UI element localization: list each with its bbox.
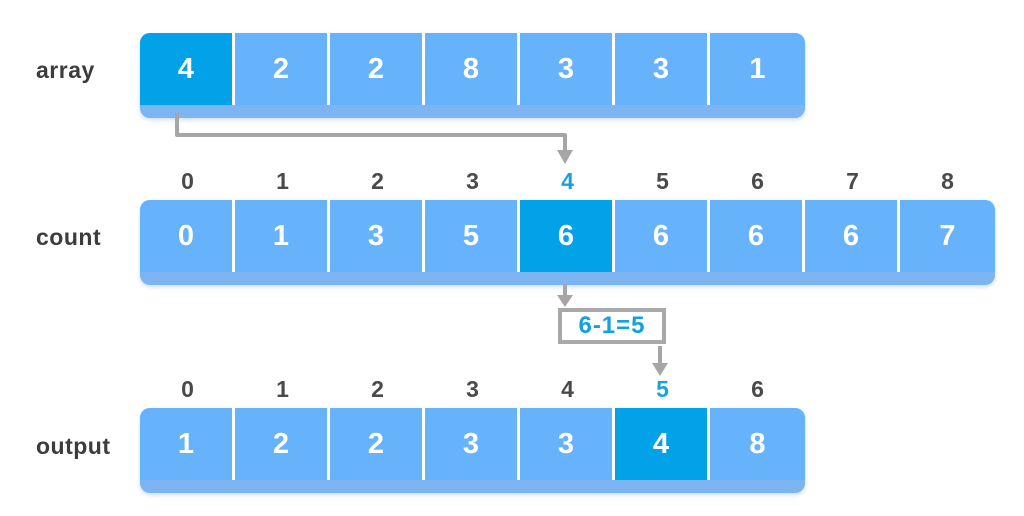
count-index-label-3: 3 — [466, 168, 479, 194]
count-index-label-5: 5 — [656, 168, 669, 194]
output-index-label-2: 2 — [371, 376, 384, 402]
count-index-label-2: 2 — [371, 168, 384, 194]
count-cell-2: 3 — [330, 200, 425, 272]
row-label-output: output — [36, 433, 111, 459]
count-cell-4: 6 — [520, 200, 615, 272]
count-cell-value-5: 6 — [652, 219, 670, 252]
output-cell-value-6: 8 — [749, 427, 766, 460]
output-cell-1: 2 — [235, 408, 330, 480]
output-index-label-5: 5 — [656, 376, 669, 402]
output-cell-value-1: 2 — [272, 427, 290, 460]
formula-box: 6-1=5 — [558, 308, 666, 344]
output-row: 1 2 2 3 3 4 8 — [140, 408, 805, 493]
count-row: 0 1 3 5 6 6 6 6 7 — [140, 200, 995, 285]
row-label-array: array — [36, 57, 95, 83]
count-index-row: 0 1 2 3 4 5 6 7 8 — [140, 168, 995, 195]
arrow-count-to-formula — [557, 284, 573, 307]
count-cell-5: 6 — [615, 200, 710, 272]
output-index-label-1: 1 — [276, 376, 289, 402]
count-index-label-4: 4 — [561, 168, 574, 194]
output-index-label-3: 3 — [466, 376, 479, 402]
count-index-label-1: 1 — [276, 168, 289, 194]
array-cell-6: 1 — [710, 33, 805, 105]
array-cell-value-5: 3 — [652, 52, 670, 85]
array-cell-0: 4 — [140, 33, 235, 105]
output-index-row: 0 1 2 3 4 5 6 — [140, 376, 805, 403]
array-cell-value-1: 2 — [272, 52, 290, 85]
count-index-label-8: 8 — [941, 168, 954, 194]
array-cell-5: 3 — [615, 33, 710, 105]
count-cell-value-2: 3 — [367, 219, 385, 252]
row-label-count: count — [36, 224, 102, 250]
count-cell-3: 5 — [425, 200, 520, 272]
output-cell-value-5: 4 — [652, 427, 670, 460]
array-cell-value-6: 1 — [749, 52, 766, 85]
count-cell-value-7: 6 — [842, 219, 860, 252]
array-cell-value-3: 8 — [462, 52, 480, 85]
output-cell-value-3: 3 — [462, 427, 480, 460]
count-index-label-6: 6 — [751, 168, 764, 194]
output-cell-2: 2 — [330, 408, 425, 480]
array-row: 4 2 2 8 3 3 1 — [140, 33, 805, 118]
output-cell-5: 4 — [615, 408, 710, 480]
output-index-label-6: 6 — [751, 376, 764, 402]
count-index-label-0: 0 — [181, 168, 194, 194]
count-index-label-7: 7 — [846, 168, 859, 194]
output-cell-6: 8 — [710, 408, 805, 480]
count-cell-6: 6 — [710, 200, 805, 272]
count-cell-value-0: 0 — [177, 219, 195, 252]
count-cell-8: 7 — [900, 200, 995, 272]
count-cell-value-6: 6 — [747, 219, 765, 252]
count-cell-value-8: 7 — [939, 219, 956, 252]
output-cell-value-0: 1 — [177, 427, 195, 460]
count-cell-1: 1 — [235, 200, 330, 272]
array-cell-2: 2 — [330, 33, 425, 105]
array-cell-4: 3 — [520, 33, 615, 105]
output-cell-4: 3 — [520, 408, 615, 480]
output-index-label-4: 4 — [561, 376, 574, 402]
count-cell-0: 0 — [140, 200, 235, 272]
count-cell-value-4: 6 — [557, 219, 575, 252]
arrow-formula-to-output-index — [652, 346, 668, 376]
array-cell-value-2: 2 — [367, 52, 385, 85]
output-cell-0: 1 — [140, 408, 235, 480]
output-index-label-0: 0 — [181, 376, 194, 402]
count-cell-value-3: 5 — [462, 219, 480, 252]
arrow-array-to-count-index — [175, 113, 573, 164]
count-cell-value-1: 1 — [272, 219, 290, 252]
output-cell-value-4: 3 — [557, 427, 575, 460]
output-cell-value-2: 2 — [367, 427, 385, 460]
array-cell-3: 8 — [425, 33, 520, 105]
count-cell-7: 6 — [805, 200, 900, 272]
output-cell-3: 3 — [425, 408, 520, 480]
formula-text: 6-1=5 — [578, 312, 646, 339]
array-cell-value-0: 4 — [177, 52, 195, 85]
array-cell-value-4: 3 — [557, 52, 575, 85]
array-cell-1: 2 — [235, 33, 330, 105]
